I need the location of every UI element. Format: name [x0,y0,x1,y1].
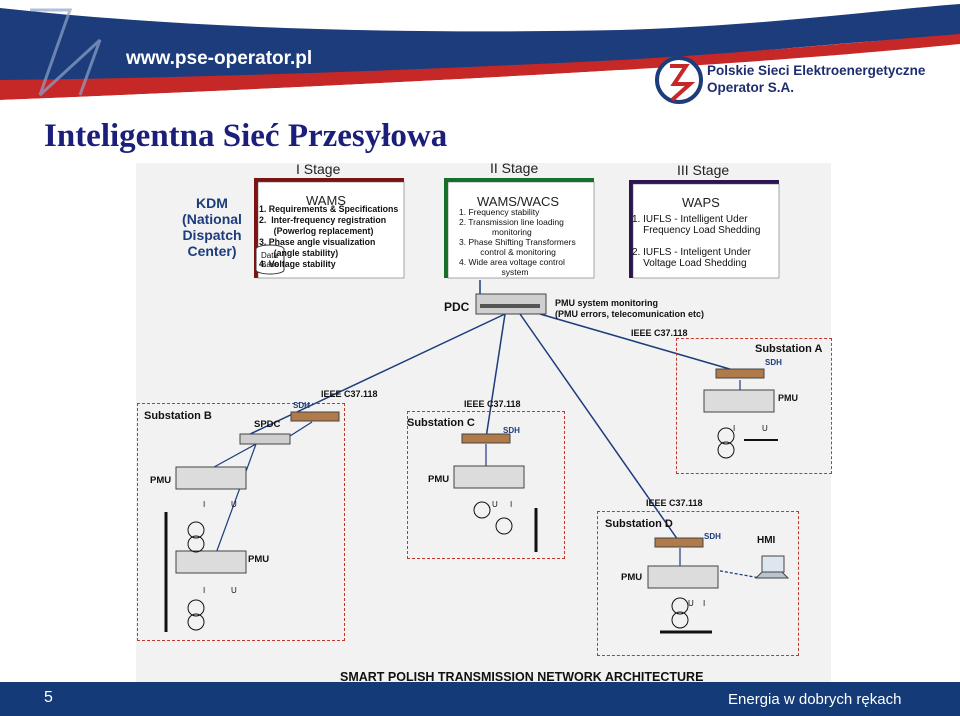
substation-a-title: Substation A [755,343,823,355]
substation-d-area [597,511,799,656]
kdm-line1: KDM [196,195,228,211]
header-banner [0,0,960,110]
site-url[interactable]: www.pse-operator.pl [126,48,313,69]
ieee-label-a: IEEE C37.118 [631,328,688,338]
pmu-label-d: PMU [621,572,643,583]
kdm-line3: Dispatch [182,227,242,243]
pmu-label-b2: PMU [248,554,270,565]
page-title: Inteligentna Sieć Przesyłowa [44,118,448,154]
sdh-label-b: SDH [293,401,310,410]
substation-b-title: Substation B [144,410,212,422]
current-label-b2: I [203,586,206,595]
wacs-list: 1. Frequency stability 2. Transmission l… [459,207,576,277]
current-label-a: I [733,424,736,433]
company-name: Polskie Sieci Elektroenergetyczne Operat… [707,62,925,96]
current-label-c: I [510,500,513,509]
kdm-line2: (National [182,211,242,227]
company-line1: Polskie Sieci Elektroenergetyczne [707,63,926,78]
kdm-line4: Center) [187,243,237,259]
substation-c-area [407,411,565,559]
substation-a-area [676,338,832,474]
stage-1-label: I Stage [296,161,341,177]
current-label-d: I [703,599,706,608]
substation-b-area [137,403,345,641]
kdm-label: KDM (National Dispatch Center) [182,195,242,259]
wams-title: WAMS [306,193,346,208]
ieee-label-c: IEEE C37.118 [464,399,521,409]
footer-bar [0,682,960,716]
pdc-note-1: PMU system monitoring [555,298,659,308]
substation-c-title: Substation C [407,417,475,429]
current-label-b1: I [203,500,206,509]
pdc-label: PDC [444,300,470,314]
footer-slogan: Energia w dobrych rękach [728,691,902,708]
sdh-label-a: SDH [765,358,782,367]
pmu-label-a: PMU [778,393,798,403]
database-label-1: Data [261,251,278,260]
voltage-label-b1: U [231,500,237,509]
voltage-label-c: U [492,500,498,509]
hmi-label: HMI [757,535,776,546]
ieee-label-d: IEEE C37.118 [646,498,703,508]
database-label-2: Base [261,260,280,269]
pmu-label-c: PMU [428,474,450,485]
pmu-label-b1: PMU [150,475,172,486]
waps-list: 1. IUFLS - Intelligent Uder Frequency Lo… [632,214,761,269]
voltage-label-a: U [762,424,768,433]
sdh-label-c: SDH [503,426,520,435]
waps-title: WAPS [682,195,720,210]
company-line2: Operator S.A. [707,80,795,95]
stage-2-label: II Stage [490,160,539,176]
ieee-label-b: IEEE C37.118 [321,389,378,399]
spdc-label: SPDC [254,419,281,430]
stage-3-label: III Stage [677,162,730,178]
diagram-caption: SMART POLISH TRANSMISSION NETWORK ARCHIT… [340,670,704,684]
pdc-note-2: (PMU errors, telecomunication etc) [555,309,705,319]
page-number: 5 [44,689,53,706]
voltage-label-d: U [688,599,694,608]
wams-list: 1. Requirements & Specifications 2. Inte… [259,204,399,269]
wacs-title: WAMS/WACS [477,194,560,209]
substation-d-title: Substation D [605,518,673,530]
sdh-label-d: SDH [704,532,721,541]
voltage-label-b2: U [231,586,237,595]
